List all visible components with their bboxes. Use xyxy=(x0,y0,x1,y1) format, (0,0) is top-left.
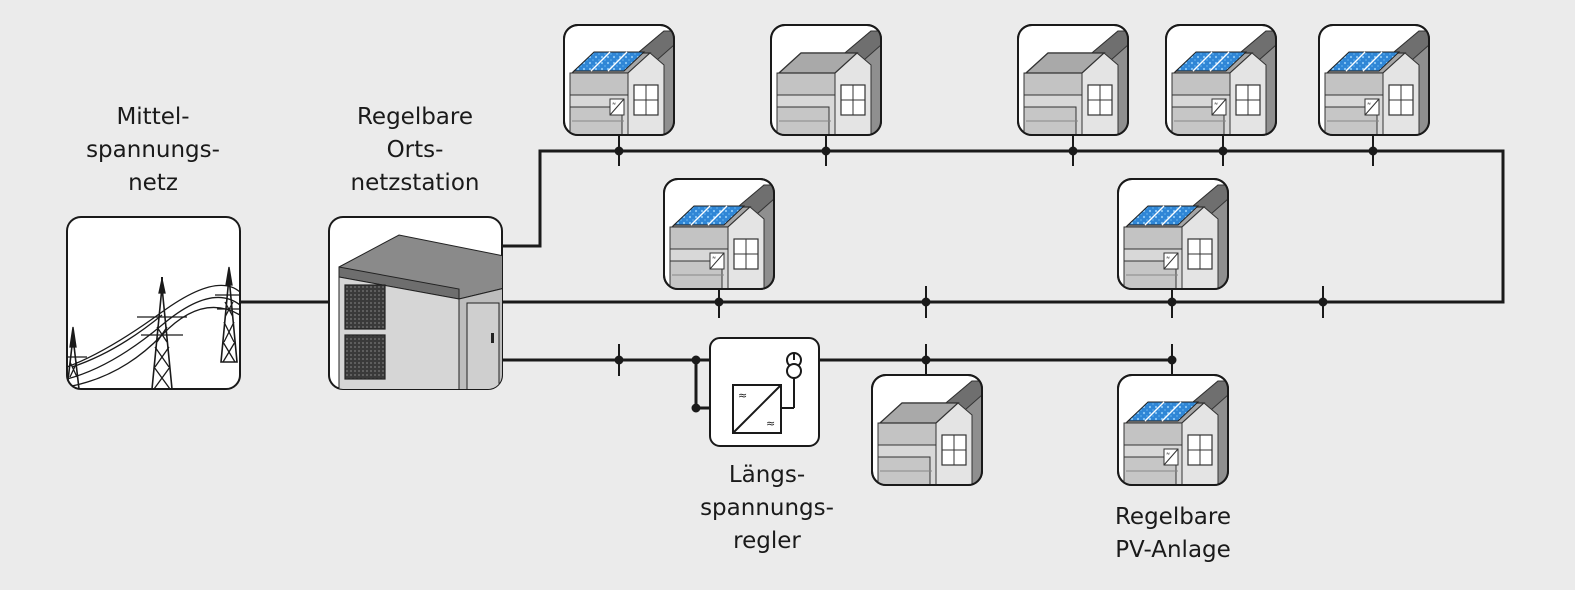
house-with-solar-panels-icon xyxy=(1117,178,1229,290)
house-icon xyxy=(770,24,882,136)
label-regelbare-pv-anlage: Regelbare PV-Anlage xyxy=(1114,504,1232,563)
house-with-solar-panels-icon xyxy=(1165,24,1277,136)
house-with-solar-panels-icon xyxy=(1117,374,1229,486)
label-mittelspannungsnetz: Mittel- spannungs- netz xyxy=(86,104,220,196)
substation-icon xyxy=(328,216,503,390)
house-with-solar-panels-icon xyxy=(563,24,675,136)
voltage-regulator-icon: ≈ ≈ xyxy=(709,337,820,447)
house-icon xyxy=(871,374,983,486)
svg-text:≈: ≈ xyxy=(738,389,747,402)
house-with-solar-panels-icon xyxy=(663,178,775,290)
label-laengsspannungsregler: Längs- spannungs- regler xyxy=(700,462,834,554)
house-connections xyxy=(614,134,1378,413)
svg-text:≈: ≈ xyxy=(766,417,775,430)
power-pylon-icon xyxy=(66,216,241,390)
house-with-solar-panels-icon xyxy=(1318,24,1430,136)
house-icon xyxy=(1017,24,1129,136)
label-regelbare-ortsnetzstation: Regelbare Orts- netzstation xyxy=(350,104,480,196)
